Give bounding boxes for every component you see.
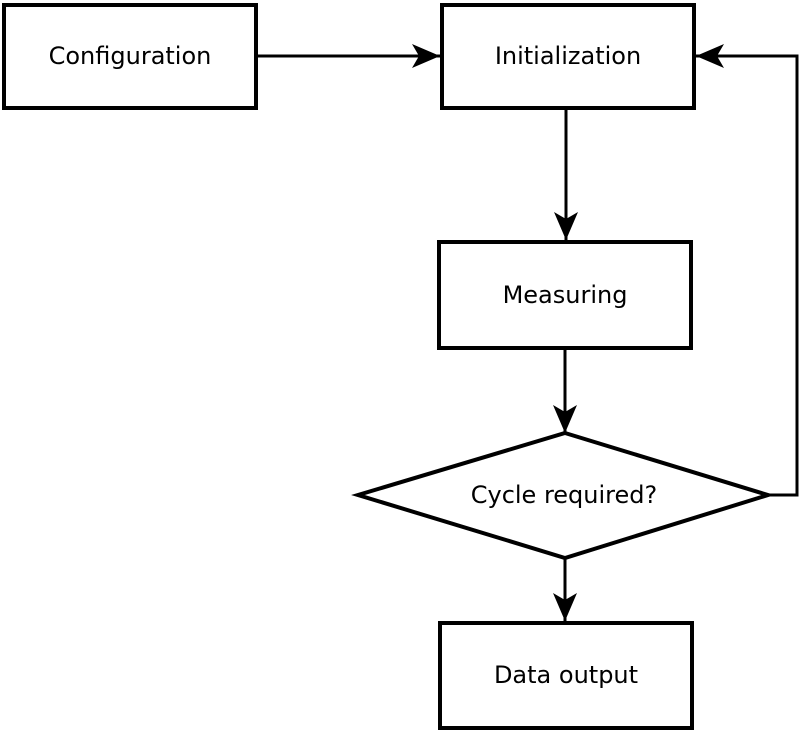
initialization-box: [440, 3, 696, 110]
data-output-box: [438, 621, 694, 730]
node-initialization: Initialization: [440, 3, 696, 110]
configuration-label: Configuration: [49, 42, 212, 70]
node-data-output: Data output: [438, 621, 694, 730]
initialization-label: Initialization: [495, 42, 641, 70]
measuring-box: [437, 240, 693, 350]
node-measuring: Measuring: [437, 240, 693, 350]
node-cycle-required: Cycle required?: [351, 430, 775, 561]
measuring-label: Measuring: [503, 281, 628, 309]
cycle-required-label: Cycle required?: [471, 481, 658, 509]
cycle-required-diamond: [351, 430, 775, 561]
configuration-box: [2, 3, 258, 110]
edge-decision-loop-to-initialization: [696, 44, 799, 497]
node-configuration: Configuration: [2, 3, 258, 110]
data-output-label: Data output: [494, 661, 638, 689]
